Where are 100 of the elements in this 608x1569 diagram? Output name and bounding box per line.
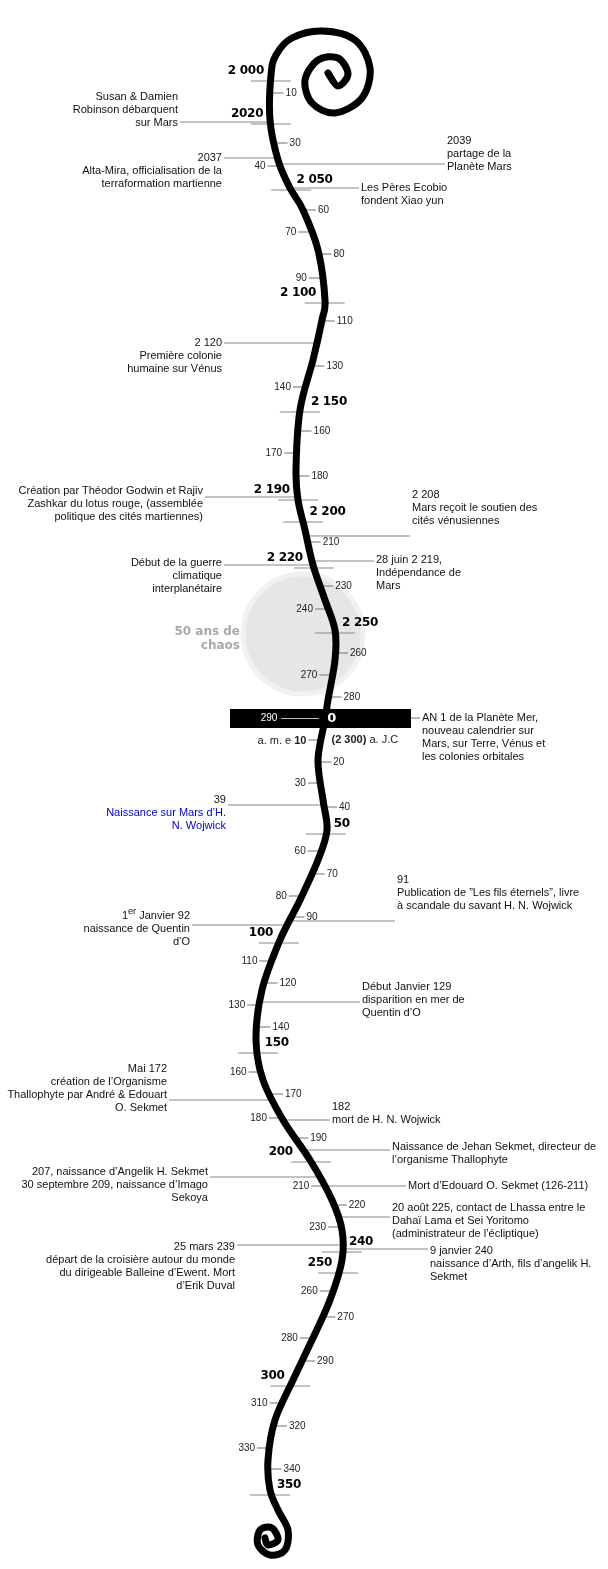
tick-label: 2 000 — [227, 64, 264, 76]
tick-label: 350 — [277, 1478, 302, 1490]
tick-label: 40 — [254, 160, 266, 172]
tick-label: 330 — [238, 1442, 256, 1454]
event-text: 182 — [332, 1100, 352, 1113]
tick-label: 120 — [279, 977, 297, 989]
period-label: 50 ans de chaos — [173, 624, 240, 652]
tick-label: 30 — [294, 777, 306, 789]
tick-label: 260 — [350, 647, 367, 659]
tick-label: 10 — [285, 87, 297, 99]
tick-label: 140 — [272, 1021, 290, 1033]
calendar-bar — [230, 709, 411, 728]
event-text: Mai 172 — [126, 1062, 167, 1075]
tick-label: 2 150 — [310, 395, 347, 407]
tick-label: 140 — [274, 381, 291, 393]
event-text: Début Janvier 129 — [362, 980, 453, 993]
tick-label: 110 — [336, 315, 353, 327]
event-text: 207, naissance d’Angelik H. Sekmet — [30, 1165, 208, 1178]
event-text: 2 120 — [193, 336, 222, 349]
tick-label: 60 — [318, 204, 330, 216]
event-text: Alta-Mira, officialisation de la terraformation martienne — [81, 164, 222, 190]
event-text: Première colonie humaine sur Vénus — [126, 349, 222, 375]
tick-label: 280 — [281, 1332, 298, 1344]
event-text: 2 208 — [412, 488, 441, 501]
tick-label: 2 250 — [342, 616, 379, 628]
tick-label: 2 190 — [253, 483, 290, 495]
tick-label: 80 — [333, 248, 345, 260]
tick-label: 210 — [292, 1180, 310, 1192]
event-text: partage de la Planète Mars — [447, 147, 513, 173]
tick-label: 230 — [309, 1221, 326, 1233]
tick-label: 90 — [295, 272, 307, 284]
event-text: départ de la croisière autour du monde du dirigeable Balleine d’Ewent. Mort d’Erik Duval — [45, 1253, 235, 1292]
event-text: naissance d’Arth, fils d’angelik H. Sekmet — [430, 1257, 593, 1283]
event-text: Susan & Damien Robinson débarquent sur Mars — [71, 90, 178, 129]
tick-label: 280 — [343, 691, 361, 703]
tick-label: 2 100 — [279, 286, 317, 298]
tick-label: 340 — [283, 1463, 301, 1475]
tick-label: 210 — [322, 536, 340, 548]
tick-label: 60 — [294, 845, 306, 857]
tick-label: 30 — [289, 137, 301, 149]
tick-label: 2 050 — [296, 173, 333, 185]
tick-label: a. m. e 10 — [257, 734, 307, 746]
tick-label: 260 — [301, 1285, 318, 1297]
event-text: création de l’Organisme Thallophyte par André & Edouart O. Sekmet — [7, 1075, 167, 1114]
tick-label: 90 — [306, 911, 318, 923]
tick-label: 200 — [268, 1145, 293, 1157]
tick-label: 180 — [311, 470, 329, 482]
tick-label: 150 — [264, 1036, 289, 1048]
tick-label: 240 — [296, 603, 313, 615]
tick-label: (2 300) a. J.C — [331, 733, 399, 745]
event-text: 2037 — [196, 151, 222, 164]
tick-label: 240 — [349, 1235, 374, 1247]
event-text: Naissance de Jehan Sekmet, directeur de l’organisme Thallophyte — [392, 1140, 598, 1166]
tick-label: 160 — [313, 425, 331, 437]
tick-label: 160 — [229, 1066, 247, 1078]
tick-label: 50 — [333, 817, 350, 829]
tick-label: 100 — [248, 926, 273, 938]
tick-label: 70 — [285, 226, 297, 238]
tick-label: 250 — [307, 1256, 332, 1268]
event-text: 1$^{er}$ Janvier 92 — [120, 905, 190, 922]
event-text: 25 mars 239 — [172, 1240, 235, 1253]
tick-label: 130 — [228, 999, 246, 1011]
tick-label: 290 — [317, 1355, 334, 1367]
tick-label: 310 — [250, 1397, 268, 1409]
tick-label: 110 — [241, 955, 258, 967]
leader-line — [410, 717, 421, 719]
year-zero-label: 0 — [327, 710, 337, 726]
tick-label: 270 — [337, 1311, 355, 1323]
tick-label: 40 — [338, 801, 351, 813]
tick-label: 2 200 — [309, 505, 346, 517]
tick-label: 130 — [326, 360, 344, 372]
leader-line — [236, 1244, 343, 1246]
tick-label: 170 — [285, 1088, 302, 1100]
event-text: Mars reçoit le soutien des cités vénusiennes — [412, 501, 539, 527]
tick-label: 190 — [310, 1132, 327, 1144]
tick-label: 2 220 — [266, 551, 303, 563]
event-text: 9 janvier 240 — [430, 1244, 494, 1257]
tick-label: 300 — [260, 1369, 285, 1381]
tick-label: 180 — [250, 1112, 267, 1124]
tick-label: 270 — [300, 669, 318, 681]
event-text: mort de H. N. Wojwick — [332, 1113, 442, 1126]
event-text: Mort d’Edouard O. Sekmet (126-211) — [408, 1179, 590, 1192]
event-text: 28 juin 2 219, Indépendance de Mars — [376, 553, 463, 592]
event-text: 2039 — [447, 134, 473, 147]
tick-label: 320 — [288, 1420, 306, 1432]
tick-label: 230 — [335, 580, 352, 592]
tick-label: 20 — [333, 756, 345, 768]
tick-label: 80 — [275, 890, 287, 902]
tick-label: 70 — [326, 868, 338, 880]
event-text: 39 — [212, 793, 226, 806]
tick-label: 170 — [265, 447, 283, 459]
event-text: Les Pères Ecobio fondent Xiao yun — [361, 181, 449, 207]
event-text: naissance de Quentin d’O — [82, 921, 190, 948]
event-text: 20 août 225, contact de Lhassa entre le Dahaï Lama et Sei Yoritomo (administrateur de l’écliptique) — [392, 1201, 587, 1240]
event-text: Naissance sur Mars d’H. N. Wojwick — [105, 806, 226, 832]
event-text: disparition en mer de Quentin d’O — [362, 993, 466, 1019]
event-text: Création par Théodor Godwin et Rajiv Zashkar du lotus rouge, (assemblée politique des cités martiennes) — [17, 484, 203, 523]
event-text: AN 1 de la Planète Mer, nouveau calendrier sur Mars, sur Terre, Vénus et les colonies orbitales — [422, 711, 547, 763]
event-text: Publication de ”Les fils éternels”, livre à scandale du savant H. N. Wojwick — [397, 886, 581, 912]
tick-label: 290 — [260, 712, 278, 724]
